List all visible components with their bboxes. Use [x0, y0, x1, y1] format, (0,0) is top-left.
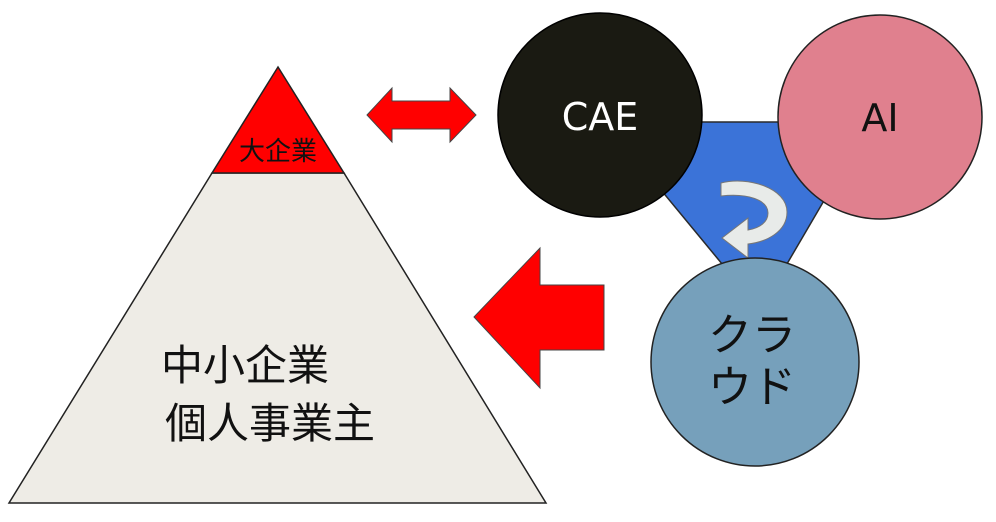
pyramid-top: [210, 65, 346, 174]
pyramid: 大企業 中小企業 個人事業主: [7, 65, 548, 504]
curl-arrow-icon: [720, 180, 788, 260]
ai-circle: [777, 14, 983, 220]
cae-label: CAE: [562, 95, 639, 139]
cloud-circle: [650, 257, 860, 467]
double-arrow: [366, 86, 477, 144]
pyramid-base: [7, 172, 548, 504]
cae-circle: [497, 12, 703, 218]
cloud-label-1: クラ: [708, 310, 796, 361]
ai-label: AI: [861, 96, 898, 140]
cloud-label-2: ウド: [708, 362, 796, 413]
big-left-arrow: [473, 246, 605, 390]
pyramid-bottom-label-2: 個人事業主: [165, 399, 375, 448]
pyramid-bottom-label-1: 中小企業: [161, 341, 329, 390]
pyramid-top-label: 大企業: [239, 137, 317, 167]
